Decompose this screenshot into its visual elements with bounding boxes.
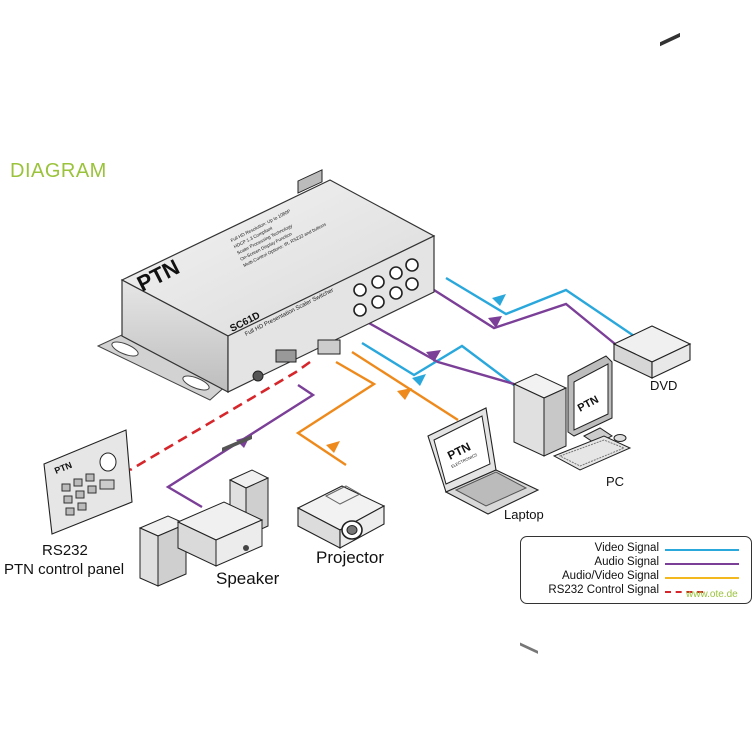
legend-label-audio: Audio Signal: [594, 556, 659, 568]
legend-line-audio-video: [665, 577, 739, 579]
rear-connectors: [252, 169, 419, 382]
vga-port: [275, 349, 297, 363]
rca-jack: [353, 283, 367, 297]
rs232-control-panel: PTN: [43, 429, 133, 535]
panel-label-line2: PTN control panel: [4, 561, 125, 578]
speaker-label: Speaker: [216, 569, 280, 588]
rca-jack: [405, 277, 419, 291]
rca-jack: [371, 295, 385, 309]
mounting-slot: [111, 341, 139, 357]
laptop-label: Laptop: [504, 507, 544, 522]
legend-label-audio-video: Audio/Video Signal: [562, 570, 659, 582]
pc-video-cable: [361, 341, 519, 389]
dvd-player: [612, 32, 692, 379]
watermark: www.ote.de: [686, 589, 738, 600]
projector-label: Projector: [316, 548, 385, 567]
video-arrow-from-dvd: [492, 294, 506, 306]
panel-label-line1: RS232: [42, 542, 88, 559]
pc-label: PC: [606, 474, 625, 489]
projector: [296, 485, 386, 549]
rca-jack: [389, 266, 403, 280]
dvd-label: DVD: [650, 378, 678, 393]
vga-port: [297, 169, 323, 194]
pc-workstation: PTN: [512, 355, 632, 654]
dvd-audio-cable: [433, 288, 621, 349]
rca-jack: [371, 275, 385, 289]
rs232-cable: [129, 360, 311, 472]
audio-arrow-from-dvd: [488, 316, 502, 328]
speaker-system: [138, 435, 270, 587]
scaler-switcher-device: PTN SC61D Full HD Presentation Scaler Sw…: [96, 169, 436, 401]
diagram-title: DIAGRAM: [10, 160, 107, 182]
av-arrow-from-laptop: [397, 388, 412, 400]
legend-label-rs232: RS232 Control Signal: [548, 584, 659, 596]
signal-legend: Video Signal Audio Signal Audio/Video Si…: [520, 536, 752, 604]
laptop-av-cable: [351, 350, 459, 422]
legend-label-video: Video Signal: [594, 542, 659, 554]
vga-port: [317, 339, 341, 355]
rca-jack: [353, 303, 367, 317]
rca-jack: [389, 286, 403, 300]
pc-audio-cable: [359, 316, 515, 386]
rca-jack: [405, 258, 419, 272]
laptop: PTN ELECTRONICS: [427, 407, 540, 515]
power-jack: [252, 370, 264, 382]
mounting-slot: [182, 375, 210, 391]
legend-line-rs232: [665, 591, 703, 593]
audio-arrow-from-pc: [426, 350, 441, 362]
projector-av-cable: [295, 360, 377, 466]
legend-line-video: [665, 549, 739, 551]
legend-line-audio: [665, 563, 739, 565]
video-arrow-from-pc: [412, 374, 426, 386]
dvd-video-cable: [445, 276, 641, 341]
av-arrow-to-projector: [326, 441, 340, 453]
